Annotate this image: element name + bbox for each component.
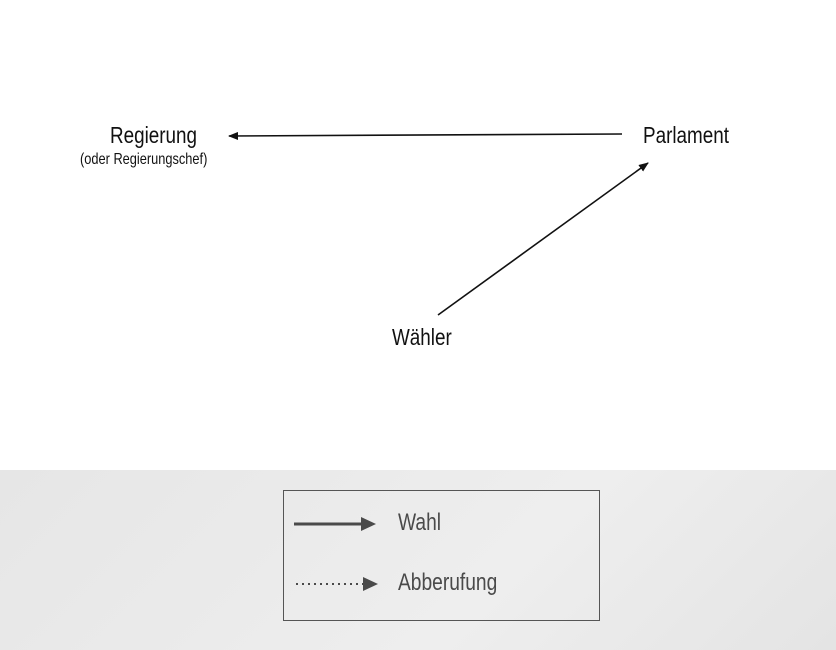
legend-dotted-arrowhead-icon [363,577,378,591]
legend-label-wahl: Wahl [398,509,442,536]
legend-box: Wahl Abberufung [283,490,600,621]
legend-solid-arrowhead-icon [361,517,376,531]
node-regierung: Regierung [110,122,198,148]
edge-parlament-to-regierung [228,131,623,140]
edge-waehler-to-parlament [437,162,649,316]
node-parlament: Parlament [643,122,729,148]
legend-label-abberufung: Abberufung [398,569,498,596]
node-regierung-sublabel: (oder Regierungschef) [80,151,208,168]
diagram-area [0,0,836,470]
legend-symbols [294,517,378,591]
node-waehler: Wähler [392,324,452,350]
